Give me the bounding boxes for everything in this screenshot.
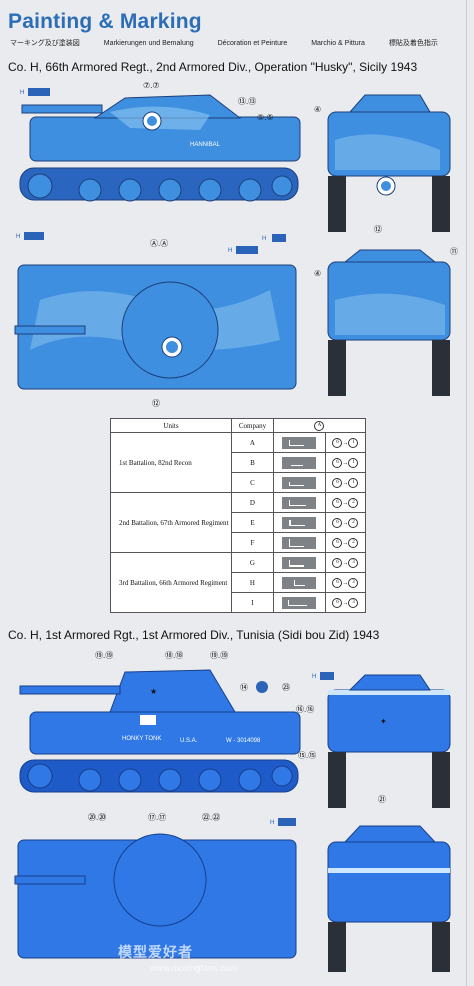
tank2-star: ★	[150, 687, 157, 696]
tank2-front-view: ✦	[327, 674, 451, 808]
color-tag-h4-4: H	[312, 672, 334, 680]
tank1-front-view	[327, 94, 451, 232]
callout-12: ⑫	[374, 225, 382, 234]
unit-marking-table: Units Company A 1st Battalion, 82nd Reco…	[110, 418, 367, 613]
section1-heading: Co. H, 66th Armored Regt., 2nd Armored D…	[8, 60, 418, 74]
table-header-units: Units	[110, 418, 232, 433]
insignia-dot	[256, 681, 268, 693]
table-header-company: Company	[231, 418, 274, 433]
callout-18: ⑱.⑱	[165, 651, 183, 660]
svg-text:H: H	[16, 234, 20, 240]
table-row: E 6→2	[111, 512, 367, 533]
section2-heading: Co. H, 1st Armored Rgt., 1st Armored Div…	[8, 628, 380, 642]
callout-11: ⑪	[450, 247, 458, 256]
callout-4: ④	[314, 105, 321, 114]
callout-13: ⑬.⑬	[238, 97, 256, 106]
tank2-side-view: ★ HONKY TONK U.S.A. W - 3014098	[19, 669, 301, 793]
callout-17: ⑰.⑰	[148, 813, 166, 822]
callout-21: ㉑	[378, 795, 386, 804]
callout-15: ⑮.⑮	[298, 751, 316, 760]
color-tag-h55-304: H	[228, 246, 258, 254]
subtitle-japanese: マーキング及び塗装図	[10, 40, 80, 47]
table-row: 1st Battalion, 82nd Recon A 6→1	[110, 432, 367, 493]
subtitle-chinese: 標貼及着色指示	[388, 40, 438, 47]
watermark-text: 模型爱好者	[118, 944, 193, 960]
unit-group-2: 2nd Battalion, 67th Armored Regiment	[110, 492, 232, 553]
tank2-front-emblem: ✦	[380, 717, 387, 726]
page-edge-rule	[466, 0, 467, 986]
callout-A: Ⓐ.Ⓐ	[150, 239, 168, 248]
callout-23: ㉓	[282, 683, 290, 692]
callout-4b: ④	[314, 269, 321, 278]
callout-19a: ⑲.⑲	[95, 651, 113, 660]
callout-12b: ⑫	[152, 399, 160, 408]
table-row: B 6→1	[111, 452, 367, 473]
color-tag-h78-28: H	[262, 234, 286, 242]
callout-19b: ⑲.⑲	[210, 651, 228, 660]
callout-16: ⑯.⑯	[296, 705, 314, 714]
tank1-top-view	[14, 264, 297, 390]
tank2-name-text: HONKY TONK	[122, 736, 161, 742]
color-tag-h27-44: H	[20, 88, 50, 96]
table-row: I 6→3	[111, 592, 367, 613]
svg-text:H: H	[312, 674, 316, 680]
subtitle-italian: Marchio & Pittura	[311, 40, 365, 47]
tank1-side-view: HANNIBAL	[19, 94, 301, 202]
table-row: 3rd Battalion, 66th Armored Regiment G 6…	[110, 552, 367, 613]
unit-group-3: 3rd Battalion, 66th Armored Regiment	[110, 552, 232, 613]
watermark-url: www.moxingfans.com	[150, 963, 238, 973]
tank2-top-view	[14, 833, 297, 959]
tank1-rear-view	[327, 249, 451, 396]
callout-14: ⑭	[240, 683, 248, 692]
unit-group-1: 1st Battalion, 82nd Recon	[110, 432, 232, 493]
tank1-name-text: HANNIBAL	[190, 142, 221, 148]
svg-text:H: H	[270, 820, 274, 826]
svg-text:H: H	[20, 90, 24, 96]
table-header-marking: A	[272, 418, 367, 433]
svg-text:H: H	[262, 236, 266, 242]
table-row: 2nd Battalion, 67th Armored Regiment D 6…	[110, 492, 367, 553]
color-tag-h32-33: H	[16, 232, 44, 240]
page-title: Painting & Marking	[8, 10, 202, 33]
tank2-serial-text: W - 3014098	[226, 738, 261, 744]
subtitle-french: Décoration et Peinture	[217, 40, 288, 47]
color-tag-h55-304b: H	[270, 818, 296, 826]
multilingual-subtitles: マーキング及び塗装図 Markierungen und Bemalung Déc…	[10, 38, 470, 48]
callout-20: ⑳.⑳	[88, 813, 106, 822]
subtitle-german: Markierungen und Bemalung	[103, 40, 194, 47]
callout-5: ⑤.⑤	[257, 113, 274, 122]
tank2-rear-view	[327, 825, 451, 972]
callout-7: ⑦.⑦	[143, 81, 160, 90]
svg-text:H: H	[228, 248, 232, 254]
tank2-usa-text: U.S.A.	[180, 738, 198, 744]
callout-22: ㉒.㉒	[202, 813, 220, 822]
